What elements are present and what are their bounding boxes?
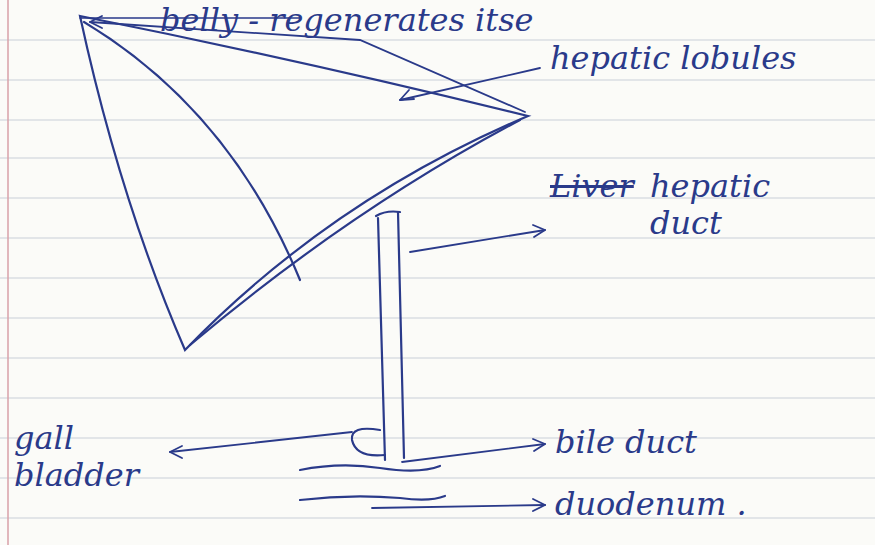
liver-outline (80, 16, 528, 350)
leader-lines (90, 16, 545, 511)
ruled-lines (0, 40, 875, 518)
struck-label: Liver (550, 168, 634, 205)
part-label: duodenum . (555, 486, 747, 523)
note-text: belly - regenerates itse (160, 2, 534, 39)
part-label: gall bladder (14, 420, 164, 494)
bile-ducts (352, 212, 404, 461)
margin-line (7, 0, 9, 545)
duodenum (300, 465, 445, 500)
part-label: hepatic duct (650, 168, 800, 242)
part-label: hepatic lobules (550, 40, 796, 77)
part-label: bile duct (555, 424, 697, 461)
